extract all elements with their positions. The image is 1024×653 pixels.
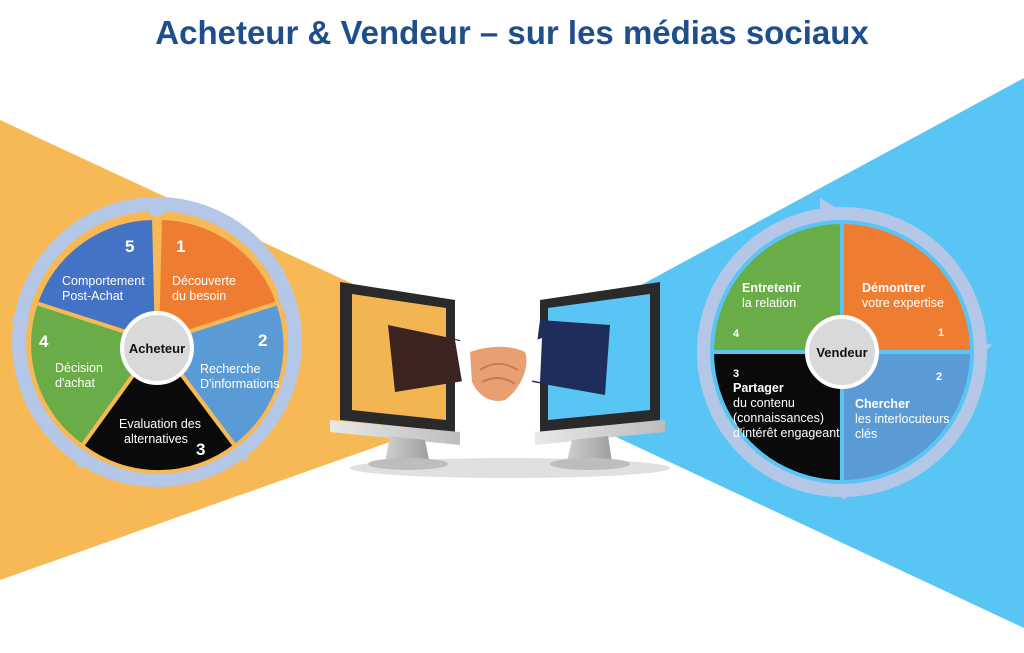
seller-seg3-line1: Partager (733, 381, 784, 395)
buyer-seg5-line1: Comportement (62, 274, 145, 288)
buyer-seg1-number: 1 (176, 237, 185, 256)
buyer-center-label: Acheteur (129, 341, 185, 356)
buyer-seg4-line1: Décision (55, 361, 103, 375)
buyer-seg5-number: 5 (125, 237, 134, 256)
seller-seg3-line2: du contenu (733, 396, 795, 410)
buyer-seg3-line1: Evaluation des (119, 417, 201, 431)
buyer-cycle: Acheteur 1 Découverte du besoin 2 Recher… (10, 197, 302, 487)
buyer-seg4-line2: d'achat (55, 376, 95, 390)
page-title: Acheteur & Vendeur – sur les médias soci… (155, 14, 869, 51)
buyer-seg3-line2: alternatives (124, 432, 188, 446)
handshake-icon (388, 320, 610, 401)
buyer-seg2-line2: D'informations (200, 377, 280, 391)
buyer-seg3-number: 3 (196, 440, 205, 459)
seller-seg4-line1: Entretenir (742, 281, 801, 295)
seller-cycle: Vendeur Démontrer votre expertise 1 2 Ch… (697, 198, 992, 500)
seller-center-label: Vendeur (816, 345, 867, 360)
seller-seg2-number: 2 (936, 371, 942, 383)
buyer-seg1-line1: Découverte (172, 274, 236, 288)
buyer-segment-5 (33, 215, 160, 345)
seller-seg3-line4: d'intérêt engageant (733, 426, 840, 440)
seller-seg1-line2: votre expertise (862, 296, 944, 310)
seller-seg1-line1: Démontrer (862, 281, 925, 295)
seller-seg2-line1: Chercher (855, 397, 910, 411)
seller-seg4-number: 4 (733, 328, 740, 340)
seller-seg3-line3: (connaissances) (733, 411, 824, 425)
buyer-seg2-number: 2 (258, 331, 267, 350)
buyer-seg1-line2: du besoin (172, 289, 226, 303)
seller-seg2-line3: clés (855, 427, 877, 441)
seller-segment-4 (709, 219, 844, 354)
seller-seg4-line2: la relation (742, 296, 796, 310)
buyer-seg4-number: 4 (39, 332, 49, 351)
buyer-center (120, 311, 194, 385)
seller-segment-2 (840, 350, 975, 485)
seller-seg2-line2: les interlocuteurs (855, 412, 950, 426)
seller-seg1-number: 1 (938, 327, 944, 339)
seller-seg3-number: 3 (733, 368, 739, 380)
seller-segment-3 (709, 350, 844, 485)
seller-center (805, 315, 879, 389)
seller-segment-1 (840, 219, 975, 354)
buyer-segment-3 (79, 338, 238, 475)
buyer-seg5-line2: Post-Achat (62, 289, 124, 303)
buyer-seg2-line1: Recherche (200, 362, 260, 376)
